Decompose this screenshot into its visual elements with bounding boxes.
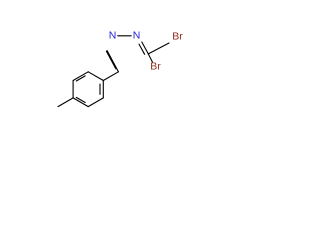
methyl-bond	[57, 97, 74, 108]
ring-bond	[87, 97, 104, 108]
nitrogen-atom-2: N	[133, 30, 141, 42]
ring-inner-double-bond	[75, 75, 86, 82]
n-c-double-bond-inner	[138, 43, 146, 55]
ring-bond	[72, 97, 89, 108]
molecule-structure: N N Br Br	[57, 30, 183, 108]
c-br-bond	[147, 42, 170, 55]
bromine-label: Br	[150, 60, 161, 72]
ring-inner-double-bond	[75, 96, 86, 104]
benzene-ring	[72, 71, 104, 108]
bromine-atom-1: Br	[172, 30, 183, 42]
ring-bond	[72, 71, 89, 82]
ring-bond	[87, 71, 104, 82]
bromine-atom-2: Br	[150, 60, 161, 72]
nitrogen-atom-1: N	[109, 30, 117, 42]
ring-to-ch-bond	[102, 71, 119, 82]
ch-n-double-bond-inner	[105, 50, 117, 70]
n-c-double-bond	[141, 41, 149, 55]
nitrogen-label: N	[109, 30, 117, 42]
c-br-bond	[147, 53, 153, 63]
nitrogen-label: N	[133, 30, 141, 42]
bromine-label: Br	[172, 30, 183, 42]
ch-n-double-bond	[106, 50, 119, 73]
